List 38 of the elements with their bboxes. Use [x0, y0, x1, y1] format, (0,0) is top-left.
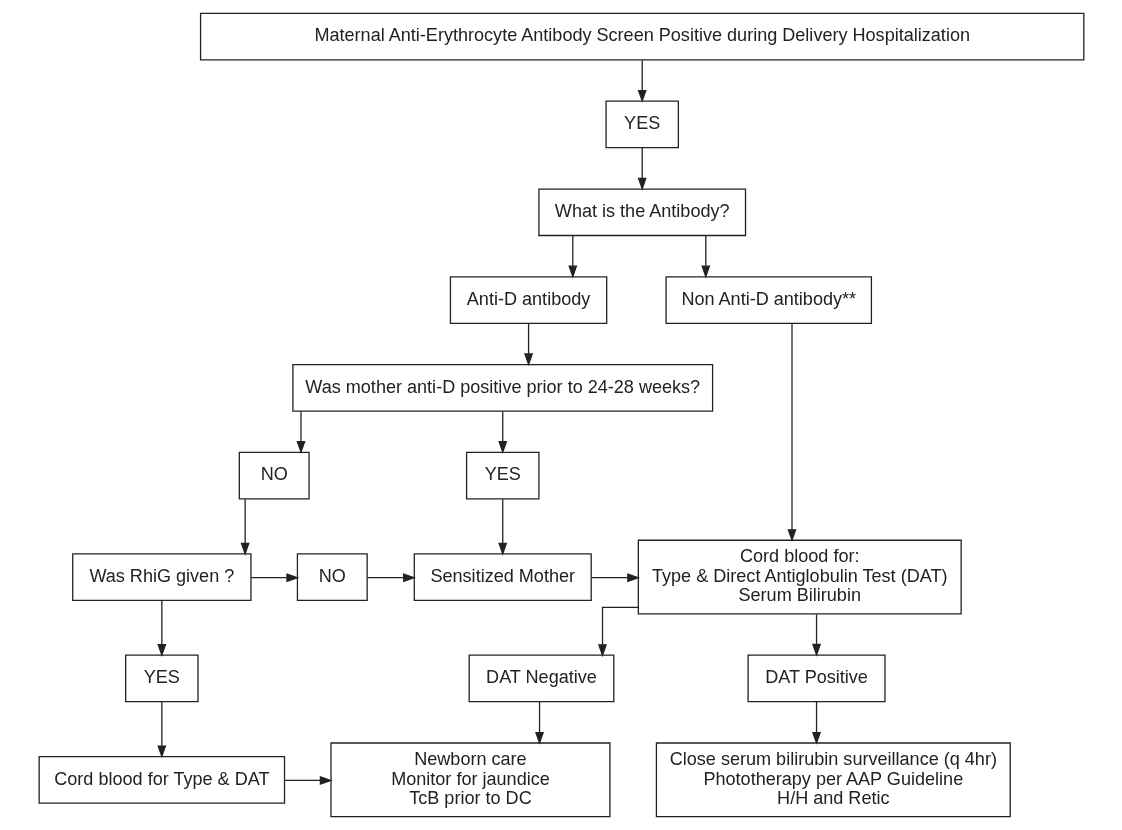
arrow [567, 235, 577, 279]
arrow [637, 59, 647, 103]
arrow [156, 701, 166, 759]
arrow [295, 410, 305, 455]
arrow [366, 573, 416, 583]
node-box: Non Anti-D antibody** [664, 276, 872, 324]
arrow [590, 573, 640, 583]
node-box: Maternal Anti-Erythrocyte Antibody Screen Positive during Delivery Hospitalization [199, 12, 1084, 61]
node-box: DAT Negative [468, 654, 614, 703]
node-box: Newborn care Monitor for jaundice TcB prior to DC [329, 742, 611, 818]
node-box: DAT Positive [746, 654, 886, 703]
arrow [637, 147, 647, 191]
node-box: YES [604, 100, 679, 149]
arrow [156, 599, 166, 657]
arrow [811, 701, 821, 745]
arrow [497, 410, 507, 455]
node-box: Close serum bilirubin surveillance (q 4hr) Phototherapy per AAP Guideline H/H and Retic [655, 742, 1011, 818]
arrow [700, 235, 710, 279]
arrow [249, 573, 299, 583]
arrow [497, 498, 507, 556]
node-box: YES [465, 451, 540, 500]
arrow [283, 775, 333, 785]
node-box: YES [124, 654, 199, 703]
arrow [597, 606, 639, 658]
arrow [534, 701, 544, 745]
arrow [786, 323, 796, 543]
node-box: Was RhiG given ? [71, 553, 252, 601]
node-box: NO [238, 451, 310, 500]
arrow [240, 498, 250, 556]
node-box: What is the Antibody? [537, 188, 746, 237]
node-box: Was mother anti-D positive prior to 24-28 weeks? [291, 364, 713, 412]
node-box: NO [296, 553, 368, 601]
node-box: Anti-D antibody [449, 276, 607, 324]
node-box: Cord blood for Type & DAT [38, 755, 285, 804]
node-box: Sensitized Mother [413, 553, 592, 601]
arrow [523, 322, 533, 367]
arrow [811, 613, 821, 657]
node-box: Cord blood for: Type & Direct Antiglobulin Test (DAT) Serum Bilirubin [637, 539, 962, 615]
